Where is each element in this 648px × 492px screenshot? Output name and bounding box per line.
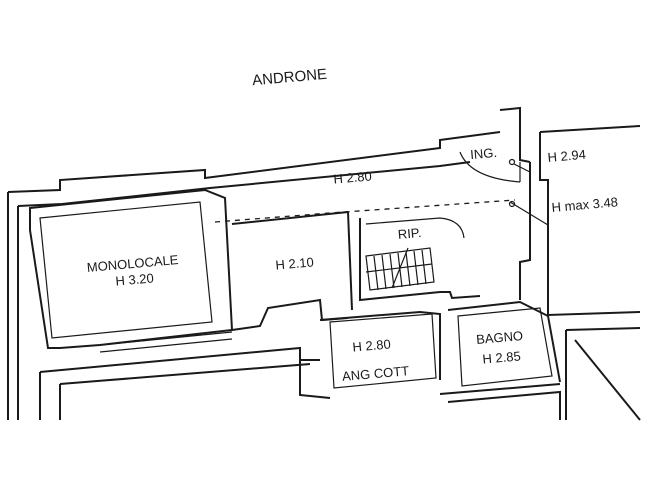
room-ripostiglio-name: RIP.	[397, 225, 422, 242]
room-bagno-height: H 2.85	[482, 348, 521, 366]
beam-line	[214, 199, 516, 223]
room-soggiorno: H 2.10	[231, 211, 353, 331]
beam-line-right	[509, 201, 549, 226]
room-soggiorno-height: H 2.10	[275, 254, 314, 272]
room-angolo-cottura-name: ANG COTT	[341, 363, 409, 384]
entrance-label: ING.	[470, 145, 498, 162]
max-height: H max 3.48	[551, 194, 619, 215]
room-bagno: BAGNO H 2.85	[447, 300, 561, 387]
room-angolo-cottura-height: H 2.80	[352, 336, 391, 354]
max-height-marker	[508, 200, 516, 208]
room-bagno-name: BAGNO	[476, 328, 524, 347]
room-ripostiglio: RIP.	[359, 217, 481, 302]
corridor-label: ANDRONE	[252, 66, 328, 89]
entrance-height: H 2.94	[547, 147, 586, 165]
room-angolo-cottura: H 2.80 ANG COTT	[299, 310, 441, 399]
entrance-marker	[508, 158, 516, 166]
room-monolocale-height: H 3.20	[115, 270, 154, 288]
outer-walls	[7, 106, 641, 421]
entrance-door: ING.	[459, 145, 531, 183]
corridor-height: H 2.80	[333, 168, 372, 186]
room-monolocale: MONOLOCALE H 3.20	[29, 188, 234, 353]
